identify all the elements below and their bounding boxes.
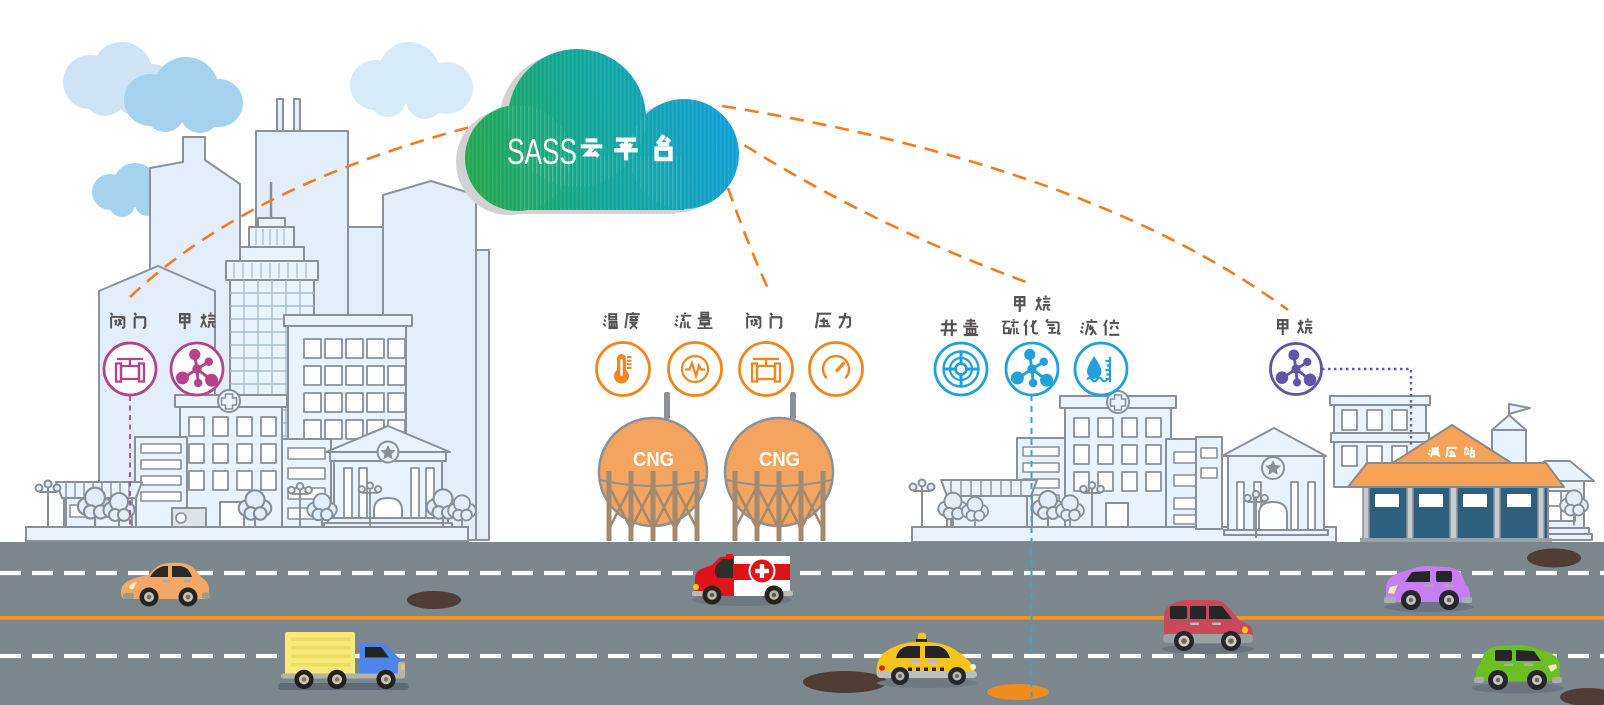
svg-text:SASS: SASS — [507, 131, 577, 172]
svg-text:CNG: CNG — [759, 449, 800, 471]
svg-text:CNG: CNG — [633, 449, 674, 471]
